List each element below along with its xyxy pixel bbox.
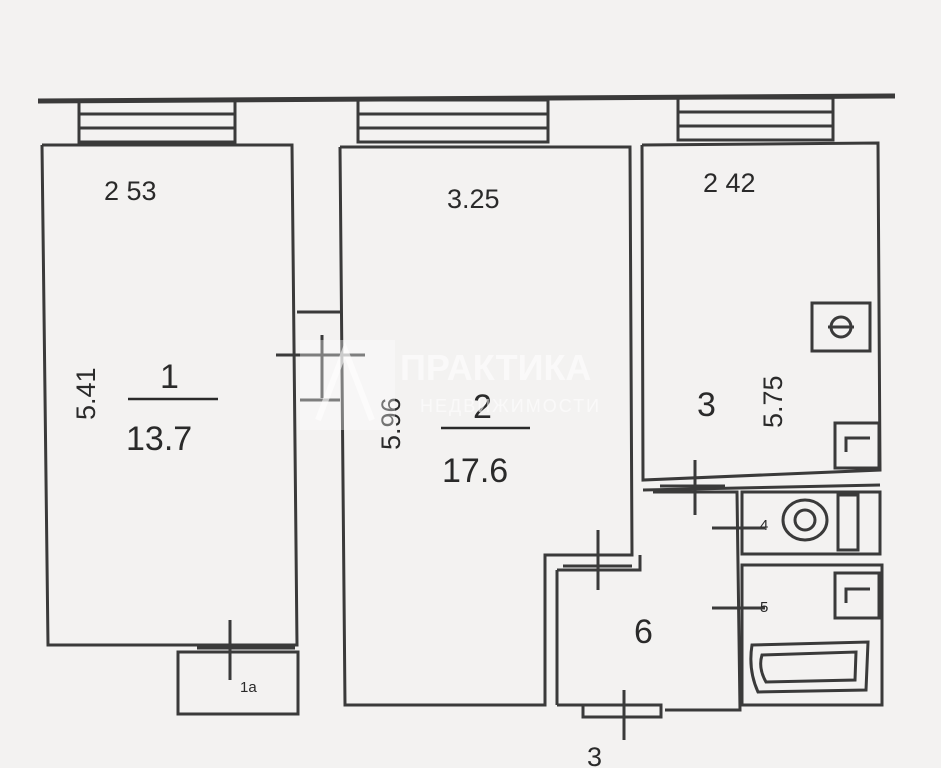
- room2-width-label: 3.25: [447, 184, 500, 214]
- bathroom-number-label: 5: [760, 599, 768, 616]
- bathroom-room: [712, 563, 884, 707]
- window-room3: [676, 96, 835, 142]
- toilet-number-label: 4: [760, 517, 768, 534]
- room-2-walls: [338, 145, 634, 707]
- room3-width-label: 2 42: [703, 168, 756, 198]
- sink-icon: [833, 421, 881, 470]
- watermark-line1: ПРАКТИКА: [400, 347, 591, 388]
- room-1-walls: [40, 143, 299, 647]
- window-room1: [77, 98, 237, 144]
- bathtub-icon: [749, 640, 870, 694]
- door-room1: [276, 335, 365, 398]
- bottom-label: 3: [587, 742, 602, 768]
- room1-number-label: 1: [160, 358, 179, 396]
- toilet-icon: [781, 493, 860, 552]
- toilet-room: [712, 490, 882, 556]
- door-room3: [660, 460, 725, 515]
- stove-icon: [810, 301, 872, 353]
- corridor-walls: [297, 310, 340, 402]
- window-room2: [356, 98, 550, 144]
- room1-area-label: 13.7: [126, 420, 192, 458]
- door-room2: [563, 530, 632, 590]
- watermark-line2: НЕДВИЖИМОСТИ: [420, 396, 601, 416]
- room2-number-label: 2: [473, 388, 492, 426]
- room3-number-label: 3: [697, 386, 716, 424]
- bathroom-sink-icon: [833, 571, 881, 620]
- room-3-walls: [640, 141, 882, 482]
- door-entrance: [581, 690, 663, 740]
- room3-length-label: 5.75: [758, 375, 788, 428]
- room2-length-label: 5.96: [376, 397, 406, 450]
- balcony-walls: [176, 620, 300, 716]
- balcony-number-label: 1a: [240, 679, 257, 696]
- watermark: ПРАКТИКА НЕДВИЖИМОСТИ: [300, 340, 601, 430]
- room6-number-label: 6: [634, 613, 653, 651]
- room2-area-label: 17.6: [442, 452, 508, 490]
- room1-width-label: 2 53: [104, 176, 157, 206]
- room1-length-label: 5.41: [71, 367, 101, 420]
